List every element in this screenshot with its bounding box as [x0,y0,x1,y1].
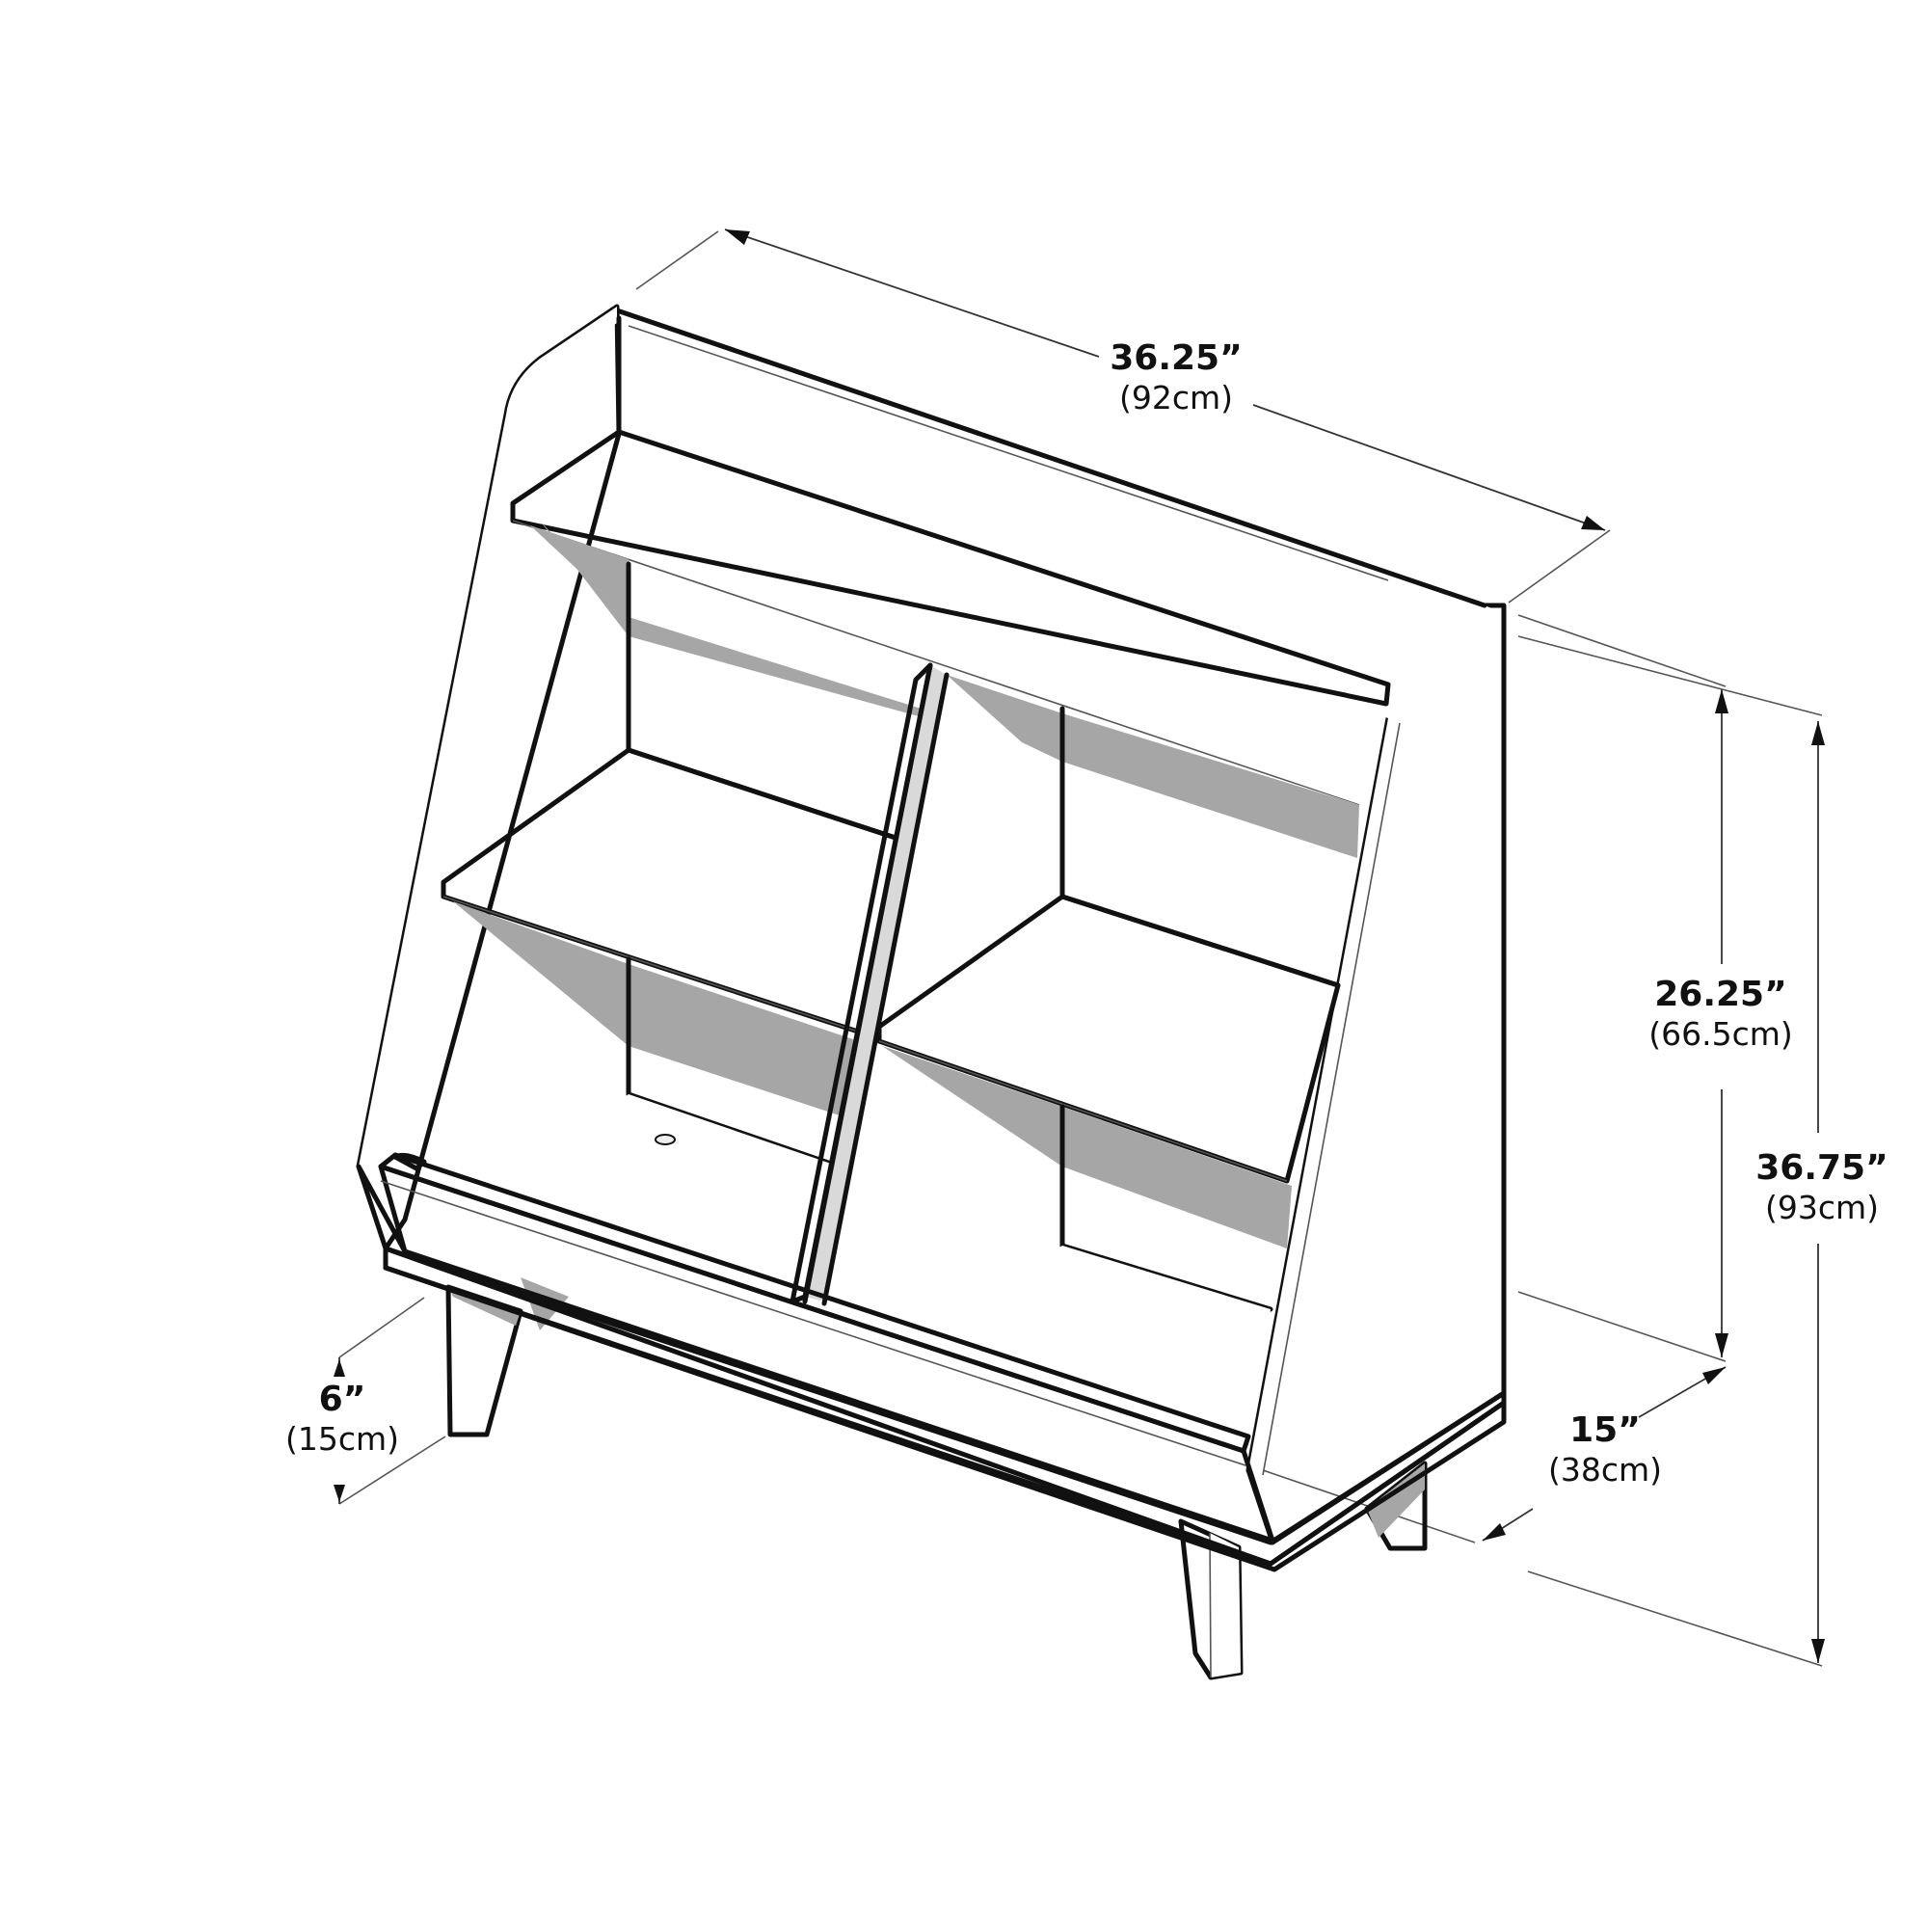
depth-label: 15” (38cm) [1533,1409,1677,1489]
leg-height-imperial: 6” [318,1380,366,1419]
depth-dimension-line [1262,1366,1727,1543]
front-right-leg [1178,1518,1244,1680]
front-height-metric: (66.5cm) [1648,1015,1793,1054]
leg-height-dimension-line [334,1297,446,1505]
left-side-panel [356,304,622,1251]
left-corner-edge [356,1164,408,1254]
drain-hole [655,1134,676,1145]
front-height-dimension-line [1517,614,1728,1362]
front-height-label: 26.25” (66.5cm) [1639,974,1803,1054]
overall-height-imperial: 36.75” [1755,1148,1888,1188]
back-panel [614,308,1487,718]
width-imperial: 36.25” [1110,338,1243,378]
lower-right-cubby [882,1046,1292,1446]
front-height-imperial: 26.25” [1654,975,1787,1014]
lower-left-cubby [453,901,868,1306]
overall-height-dimension-line [1517,635,1825,1667]
width-metric: (92cm) [1118,379,1234,417]
overall-height-metric: (93cm) [1764,1189,1880,1227]
leg-height-metric: (15cm) [284,1420,400,1459]
leg-height-label: 6” (15cm) [270,1379,415,1459]
depth-imperial: 15” [1569,1410,1641,1450]
center-divider [790,662,950,1306]
right-side-panel [1245,603,1507,1545]
overall-height-label: 36.75” (93cm) [1745,1147,1899,1227]
depth-metric: (38cm) [1547,1451,1663,1489]
front-bin-lip [378,1152,1275,1543]
upper-right-cubby [947,675,1359,988]
width-label: 36.25” (92cm) [1099,337,1253,417]
width-dimension-line [635,228,1611,604]
middle-right-shelf [876,894,1341,1184]
